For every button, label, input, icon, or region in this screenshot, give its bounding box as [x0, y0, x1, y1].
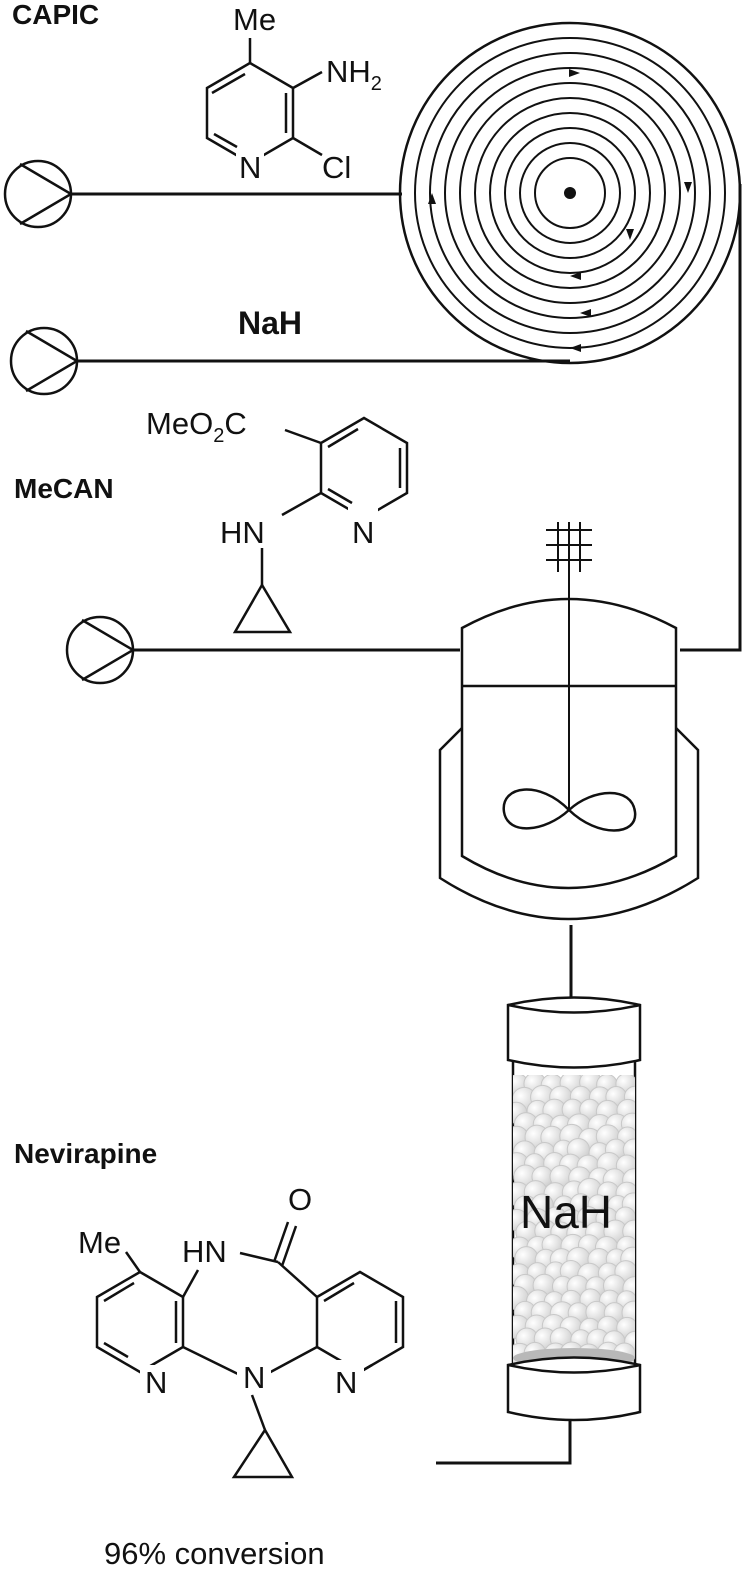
mecan-n: N — [352, 515, 374, 550]
capic-me: Me — [233, 2, 276, 37]
pump-nah — [9, 326, 80, 396]
mecan-label: MeCAN — [14, 473, 114, 504]
nevirapine-structure — [95, 1221, 405, 1479]
nah-feed-label: NaH — [238, 305, 302, 341]
packed-column — [506, 996, 642, 1422]
coil-outlet-line — [680, 184, 742, 652]
nevirapine-hn: HN — [182, 1234, 227, 1269]
mecan-hn: HN — [220, 515, 265, 550]
capic-n: N — [239, 150, 261, 185]
coil-center-dot — [564, 187, 576, 199]
conversion-label: 96% conversion — [104, 1536, 325, 1571]
capic-cl: Cl — [322, 150, 351, 185]
product-outlet-line — [436, 1420, 572, 1465]
nevirapine-me: Me — [78, 1225, 121, 1260]
mecan-meo2c: MeO2C — [146, 406, 247, 447]
stirrer-motor — [546, 522, 592, 810]
nevirapine-n-right: N — [335, 1365, 357, 1400]
capic-structure — [205, 38, 323, 165]
capic-nh2: NH2 — [326, 54, 382, 95]
nevirapine-o: O — [288, 1182, 312, 1217]
nevirapine-n-center: N — [243, 1360, 265, 1395]
pump-mecan — [65, 615, 136, 685]
pump-capic — [3, 159, 74, 229]
impeller — [502, 788, 637, 832]
nevirapine-label: Nevirapine — [14, 1138, 157, 1169]
coil-flow-arrows — [428, 69, 692, 352]
nevirapine-n-left: N — [145, 1365, 167, 1400]
capic-label: CAPIC — [12, 0, 99, 30]
column-reagent-label: NaH — [520, 1186, 612, 1238]
